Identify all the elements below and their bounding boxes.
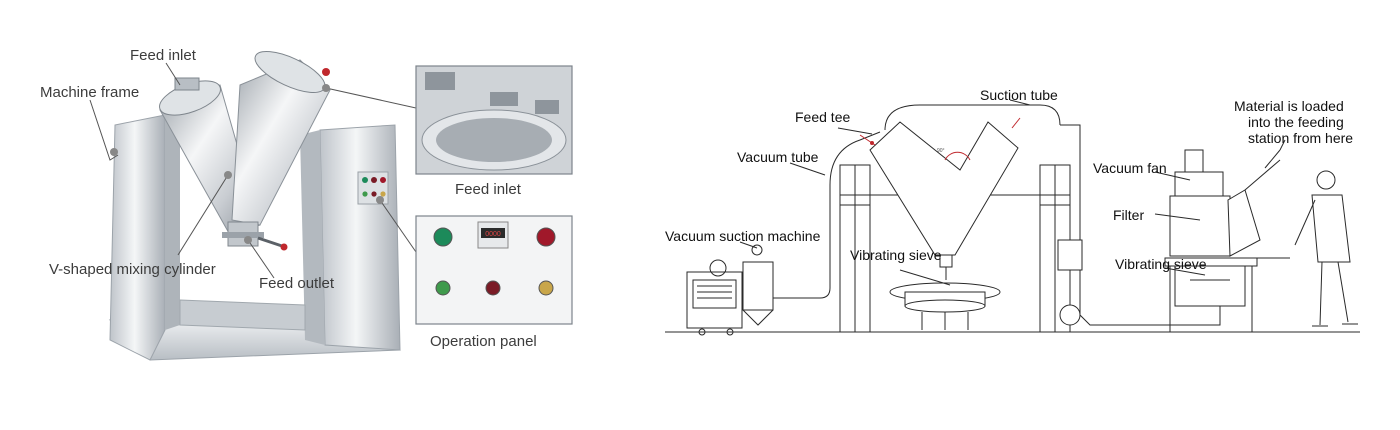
machine-frame-marker-dot bbox=[110, 148, 118, 156]
suction-tube bbox=[1060, 124, 1221, 326]
feed-inlet-marker-dot bbox=[322, 84, 330, 92]
feed-tee-label: Feed tee bbox=[795, 109, 850, 125]
inset-operation-panel-caption: Operation panel bbox=[430, 333, 537, 350]
right-column-side bbox=[300, 130, 325, 345]
sieve-center-leader bbox=[899, 269, 951, 286]
material-note-line-2: into the feeding bbox=[1248, 114, 1344, 130]
timer-display-value: 0000 bbox=[485, 231, 501, 238]
op-button-4 bbox=[485, 280, 501, 296]
inset-feed-inlet-caption: Feed inlet bbox=[455, 181, 522, 198]
op-button-2 bbox=[536, 227, 556, 247]
op-button-3 bbox=[435, 280, 451, 296]
suction-tube-label: Suction tube bbox=[980, 87, 1058, 103]
inset-operation-panel: 0000 bbox=[415, 215, 573, 325]
angle-mark: 90° bbox=[937, 148, 945, 154]
suction-tube-leader bbox=[1009, 99, 1031, 106]
operator-figure bbox=[1294, 170, 1358, 327]
machine-photo-illustration: Feed inlet Machine frame V-shaped mixing… bbox=[40, 47, 573, 361]
machine-photo-panel: Feed inlet Machine frame V-shaped mixing… bbox=[0, 0, 690, 425]
left-column bbox=[109, 114, 166, 361]
feeding-station bbox=[1164, 149, 1290, 332]
suction-tube-arc bbox=[884, 104, 1061, 131]
left-column-side bbox=[165, 115, 180, 330]
lower-crossbar bbox=[179, 299, 306, 331]
filter-label: Filter bbox=[1113, 207, 1144, 223]
feed-outlet-marker-dot bbox=[244, 236, 252, 244]
inset-feed-inlet bbox=[415, 65, 573, 175]
feed-tee-leader bbox=[837, 127, 873, 135]
system-schematic-panel: 90° Suction tube Feed tee Vacuum tube Va… bbox=[660, 0, 1400, 425]
vacuum-suction-leader bbox=[739, 241, 758, 249]
panel-marker-dot bbox=[376, 196, 384, 204]
machine-frame-label: Machine frame bbox=[40, 84, 139, 101]
feed-tee-marker bbox=[870, 141, 874, 145]
leader-lines bbox=[89, 62, 417, 279]
vacuum-suction-machine-label: Vacuum suction machine bbox=[665, 228, 821, 244]
vacuum-fan-leader bbox=[1154, 171, 1191, 181]
drive-motor bbox=[1057, 239, 1083, 326]
vacuum-suction-machine bbox=[686, 244, 774, 336]
vibrating-sieve-center-label: Vibrating sieve bbox=[850, 247, 942, 263]
material-note-line-1: Material is loaded bbox=[1234, 98, 1344, 114]
system-schematic: 90° Suction tube Feed tee Vacuum tube Va… bbox=[665, 87, 1360, 336]
feed-outlet-label: Feed outlet bbox=[259, 275, 335, 292]
material-note-line-3: station from here bbox=[1248, 130, 1353, 146]
vibrating-sieve-right-label: Vibrating sieve bbox=[1115, 256, 1207, 272]
material-note-leader bbox=[1279, 139, 1286, 151]
op-button-1 bbox=[433, 227, 453, 247]
feed-inlet-label: Feed inlet bbox=[130, 47, 197, 64]
op-button-5 bbox=[538, 280, 554, 296]
right-column bbox=[319, 124, 401, 351]
vacuum-tube-leader bbox=[789, 162, 826, 176]
vacuum-tube bbox=[773, 131, 881, 299]
vacuum-tube-label: Vacuum tube bbox=[737, 149, 819, 165]
v-cylinder-label: V-shaped mixing cylinder bbox=[49, 261, 216, 278]
vacuum-fan-label: Vacuum fan bbox=[1093, 160, 1167, 176]
vibrating-sieve-center bbox=[889, 267, 1001, 330]
sieve-right-leader bbox=[1164, 267, 1206, 276]
v-drum-line-art bbox=[859, 117, 1021, 268]
v-cylinder-marker-dot bbox=[224, 171, 232, 179]
filter-leader bbox=[1154, 213, 1201, 221]
